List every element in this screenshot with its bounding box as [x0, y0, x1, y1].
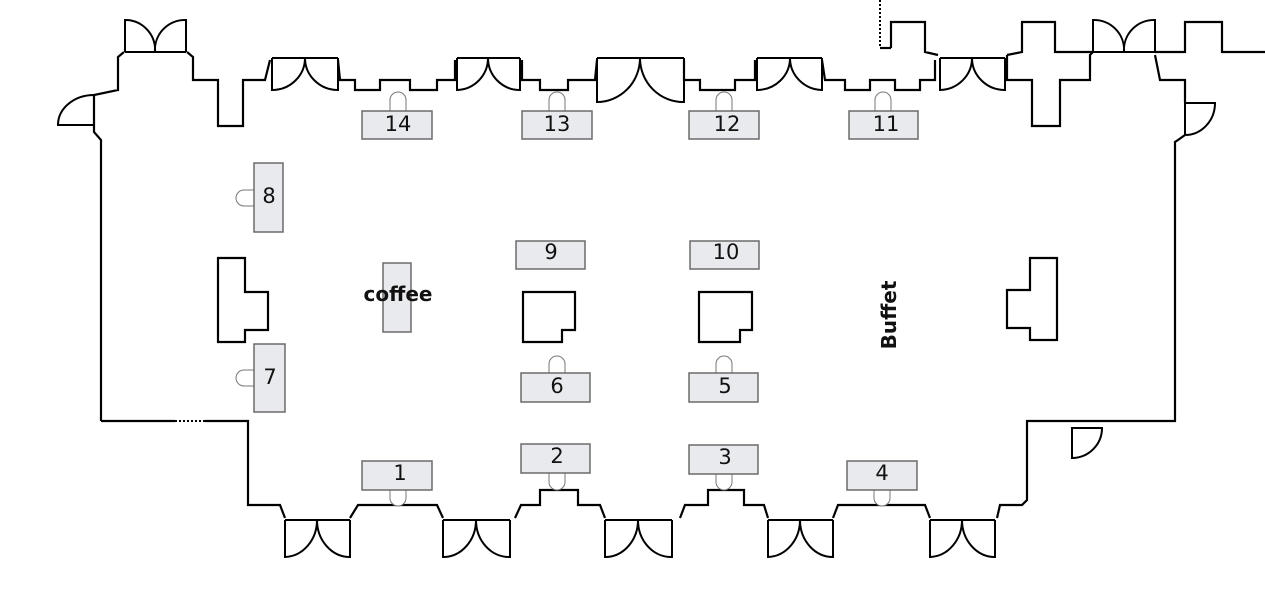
double-door-icon: [456, 57, 521, 92]
table-number: 6: [550, 374, 563, 398]
chair-icon: [715, 91, 733, 111]
double-door-icon: [939, 57, 1006, 92]
doors: [56, 18, 1217, 559]
double-door-icon: [271, 57, 339, 92]
table-12[interactable]: 12: [688, 110, 760, 140]
table-7[interactable]: 7: [253, 343, 286, 413]
coffee-table[interactable]: [382, 262, 412, 333]
coffee-label: coffee: [364, 282, 433, 306]
table-5[interactable]: 5: [688, 372, 759, 403]
table-number: 13: [544, 112, 571, 136]
table-2[interactable]: 2: [520, 443, 591, 474]
table-number: 10: [713, 240, 740, 264]
chair-icon: [715, 474, 733, 491]
table-number: 1: [393, 461, 406, 485]
single-door-icon: [1184, 102, 1217, 137]
single-door-icon: [56, 93, 95, 126]
room-walls: [92, 20, 1265, 519]
chair-icon: [715, 355, 733, 373]
table-3[interactable]: 3: [688, 444, 759, 475]
double-door-icon: [442, 519, 511, 559]
table-8[interactable]: 8: [253, 162, 284, 233]
table-13[interactable]: 13: [521, 110, 593, 140]
double-door-icon: [124, 18, 187, 53]
double-door-icon: [596, 57, 685, 104]
left-alcove: [216, 256, 270, 344]
right-alcove: [1005, 256, 1059, 342]
chair-icon: [235, 369, 254, 387]
double-door-icon: [767, 519, 834, 559]
table-number: 4: [875, 461, 888, 485]
table-11[interactable]: 11: [848, 110, 919, 140]
chair-icon: [389, 91, 407, 111]
double-door-icon: [284, 519, 351, 559]
table-4[interactable]: 4: [846, 460, 918, 491]
double-door-icon: [604, 519, 673, 559]
double-door-icon: [756, 57, 823, 92]
pillar-right: [697, 290, 754, 344]
table-10[interactable]: 10: [689, 240, 760, 270]
table-14[interactable]: 14: [361, 110, 433, 140]
table-number: 5: [718, 374, 731, 398]
pillar-left: [521, 290, 577, 344]
table-number: 7: [263, 365, 276, 389]
table-number: 2: [550, 444, 563, 468]
double-door-icon: [1092, 18, 1156, 53]
table-number: 9: [544, 240, 557, 264]
table-number: 11: [873, 112, 900, 136]
table-1[interactable]: 1: [361, 460, 433, 491]
chair-icon: [235, 189, 254, 207]
buffet-label: Buffet: [877, 280, 901, 349]
chair-icon: [548, 473, 566, 491]
table-6[interactable]: 6: [520, 372, 591, 403]
double-door-icon: [929, 519, 996, 559]
chairs: [235, 91, 892, 507]
chair-icon: [874, 91, 892, 111]
table-9[interactable]: 9: [515, 240, 586, 270]
chair-icon: [548, 91, 566, 111]
table-number: 8: [262, 184, 275, 208]
chair-icon: [873, 490, 891, 507]
table-number: 14: [385, 112, 412, 136]
table-number: 3: [718, 445, 731, 469]
table-number: 12: [714, 112, 741, 136]
chair-icon: [389, 490, 407, 507]
chair-icon: [548, 355, 566, 373]
single-door-icon: [1071, 427, 1104, 460]
